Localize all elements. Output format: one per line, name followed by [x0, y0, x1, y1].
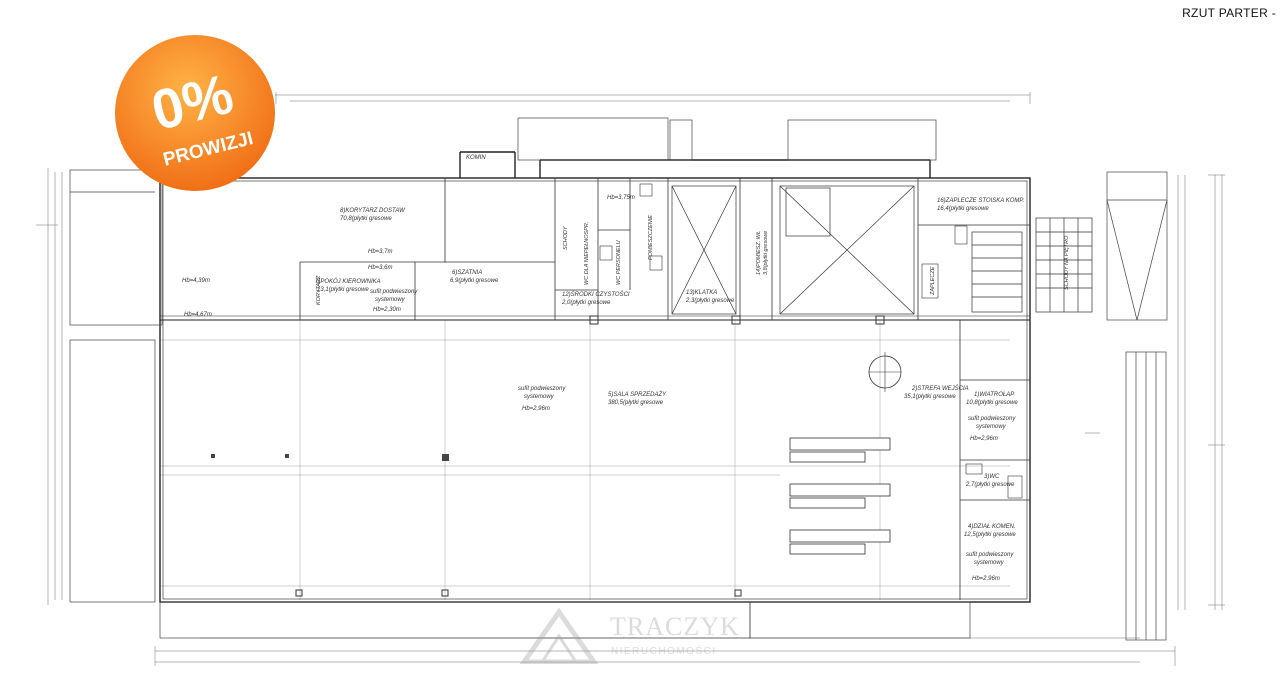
svg-text:13,1(płytki gresowe: 13,1(płytki gresowe [317, 287, 369, 293]
svg-text:Hb=2,96m: Hb=2,96m [522, 406, 550, 412]
svg-text:KORYTARZ: KORYTARZ [316, 275, 322, 305]
svg-text:Hb=3,7m: Hb=3,7m [368, 249, 393, 255]
agency-name: TRACZYK [610, 612, 740, 641]
svg-text:systemowy: systemowy [976, 424, 1007, 430]
svg-text:Hb=4,39m: Hb=4,39m [182, 278, 210, 284]
svg-text:ZAPLECZE: ZAPLECZE [930, 266, 936, 296]
svg-text:KOMIN: KOMIN [466, 155, 486, 161]
svg-text:systemowy: systemowy [375, 297, 406, 303]
svg-text:Hb=2,96m: Hb=2,96m [972, 576, 1000, 582]
svg-text:380,5(płytki gresowe: 380,5(płytki gresowe [608, 400, 664, 406]
svg-text:WC PERSONELU: WC PERSONELU [616, 240, 622, 285]
svg-text:3,8(płytki gresowe: 3,8(płytki gresowe [763, 231, 769, 275]
svg-text:1)WIATROŁAP: 1)WIATROŁAP [974, 392, 1014, 398]
svg-text:sufit podwieszony: sufit podwieszony [518, 386, 566, 392]
svg-text:2,0(płytki gresowe: 2,0(płytki gresowe [561, 300, 611, 306]
stair-shafts [671, 185, 1093, 315]
svg-text:systemowy: systemowy [974, 560, 1005, 566]
svg-text:12)ŚRODKI CZYSTOŚCI: 12)ŚRODKI CZYSTOŚCI [562, 291, 630, 298]
agency-watermark: TRACZYK NIERUCHOMOŚCI [514, 607, 774, 668]
external-structures [69, 117, 1168, 641]
svg-text:7)POKÓJ KIEROWNIKA: 7)POKÓJ KIEROWNIKA [315, 278, 381, 285]
svg-text:2)STREFA WEJŚCIA: 2)STREFA WEJŚCIA [911, 385, 969, 392]
svg-text:POMIESZCZENIE: POMIESZCZENIE [648, 215, 654, 260]
column-grid [160, 320, 1010, 600]
zero-commission-badge: 0% PROWIZJI [115, 35, 275, 191]
agency-subtitle: NIERUCHOMOŚCI [611, 646, 717, 657]
svg-text:Hb=3,75m: Hb=3,75m [607, 195, 635, 201]
counters [789, 437, 891, 555]
svg-text:systemowy: systemowy [524, 394, 555, 400]
svg-text:Hb=3,6m: Hb=3,6m [368, 265, 393, 271]
badge-circle [115, 35, 275, 191]
svg-text:16,4(płytki gresowe: 16,4(płytki gresowe [937, 206, 989, 212]
svg-text:Hb=2,30m: Hb=2,30m [373, 307, 401, 313]
sanitary-fixtures [599, 183, 1023, 499]
svg-text:16)ZAPLECZE STOISKA KOMP.: 16)ZAPLECZE STOISKA KOMP. [937, 198, 1024, 204]
svg-text:sufit podwieszony: sufit podwieszony [966, 552, 1014, 558]
svg-text:SCHODY NA PIĘTRO: SCHODY NA PIĘTRO [1064, 235, 1070, 290]
svg-text:Hb=2,96m: Hb=2,96m [970, 436, 998, 442]
agency-logo-icon [519, 607, 599, 665]
svg-text:3)WC: 3)WC [984, 474, 1000, 480]
svg-text:8)KORYTARZ DOSTAW: 8)KORYTARZ DOSTAW [340, 208, 406, 214]
page-title: RZUT PARTER - [1182, 6, 1276, 20]
svg-text:35,1(płytki gresowe: 35,1(płytki gresowe [904, 394, 956, 400]
columns [211, 315, 885, 597]
svg-text:6)SZATNIA: 6)SZATNIA [452, 270, 482, 276]
outer-walls [159, 151, 1031, 603]
svg-text:4)DZIAŁ KOMEN.: 4)DZIAŁ KOMEN. [968, 524, 1016, 530]
svg-text:13)KLATKA: 13)KLATKA [686, 290, 717, 296]
svg-text:WC DLA NIEPEŁNOSPR.: WC DLA NIEPEŁNOSPR. [584, 222, 590, 285]
svg-text:sufit podwieszony: sufit podwieszony [370, 289, 418, 295]
room-labels: 8)KORYTARZ DOSTAW 70,8(płytki gresowe 7)… [315, 198, 1024, 538]
svg-text:2,3(płytki gresowe: 2,3(płytki gresowe [685, 298, 735, 304]
svg-text:6,9(płytki gresowe: 6,9(płytki gresowe [450, 278, 499, 284]
svg-text:12,5(płytki gresowe: 12,5(płytki gresowe [964, 532, 1016, 538]
svg-text:10,8(płytki gresowe: 10,8(płytki gresowe [966, 400, 1018, 406]
interior-walls [299, 178, 1030, 600]
svg-text:5)SALA SPRZEDAŻY: 5)SALA SPRZEDAŻY [608, 391, 667, 398]
svg-text:SCHODY: SCHODY [563, 226, 569, 250]
svg-text:sufit podwieszony: sufit podwieszony [968, 416, 1016, 422]
svg-text:Hb=4,67m: Hb=4,67m [184, 312, 212, 318]
svg-text:14)POMIESZ. WŁ: 14)POMIESZ. WŁ [756, 231, 762, 275]
ceiling-notes: sufit podwieszony systemowy Hb=2,96m suf… [182, 155, 1070, 582]
revolving-door [868, 352, 902, 392]
svg-text:2,7(płytki gresowe: 2,7(płytki gresowe [965, 482, 1015, 488]
svg-text:70,8(płytki gresowe: 70,8(płytki gresowe [340, 216, 392, 222]
